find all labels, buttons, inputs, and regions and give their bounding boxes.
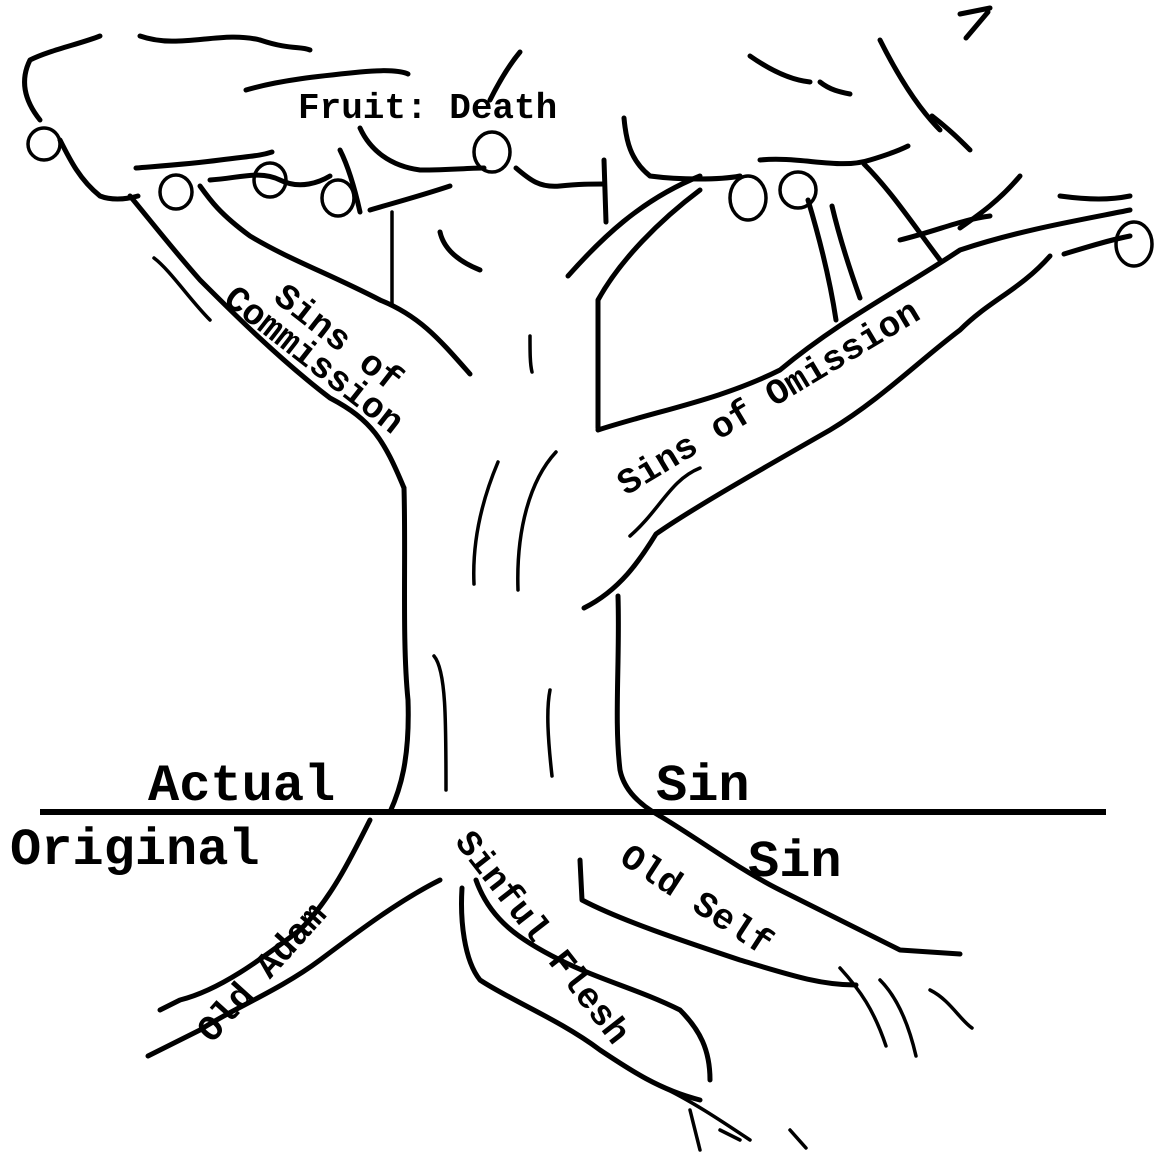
branch-commission (127, 183, 473, 491)
fruit (252, 161, 288, 199)
sinful-flesh-label: Sinful Flesh (445, 824, 637, 1054)
fruit (778, 170, 818, 210)
sins-omission-label: Sins of Omission (611, 292, 928, 505)
branch-omission (565, 161, 1133, 611)
actual-label: Actual (148, 757, 335, 816)
fruits (26, 126, 1154, 268)
canopy (22, 5, 1133, 273)
fruit (158, 173, 194, 211)
fruit-death-label: Fruit: Death (298, 88, 557, 129)
sin-upper-label: Sin (656, 757, 750, 816)
fruit (728, 174, 768, 222)
roots (145, 813, 974, 1152)
fruit (472, 130, 512, 174)
fruit (320, 178, 356, 218)
tree-trunk (387, 334, 663, 819)
fruit (26, 126, 62, 162)
sin-lower-label: Sin (748, 833, 842, 892)
fruit (1114, 220, 1154, 268)
old-adam-label: Old Adam (190, 895, 336, 1051)
original-label: Original (10, 821, 260, 880)
